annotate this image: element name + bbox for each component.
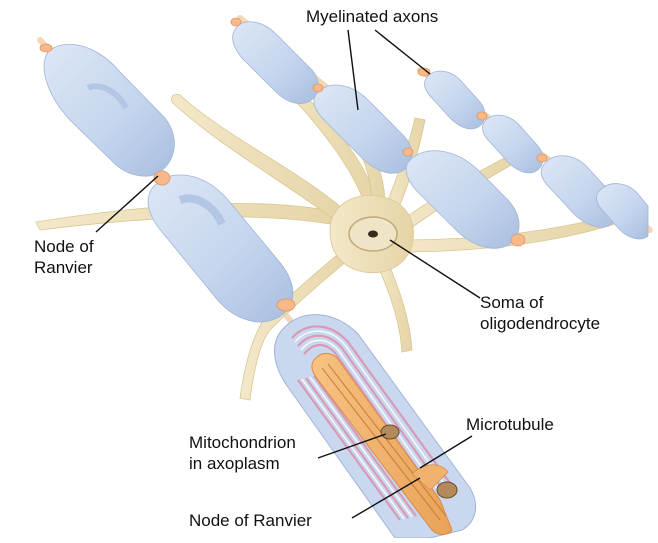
label-node-left-line1: Node of (34, 236, 94, 257)
label-microtubule: Microtubule (466, 414, 554, 435)
mitochondrion-1 (381, 425, 399, 439)
label-microtubule-text: Microtubule (466, 414, 554, 435)
nucleolus (368, 231, 378, 238)
label-node-bottom-text: Node of Ranvier (189, 510, 312, 531)
label-node-left-line2: Ranvier (34, 257, 94, 278)
label-node-of-ranvier-bottom: Node of Ranvier (189, 510, 312, 531)
leader-myelinated-2 (375, 30, 430, 74)
label-soma-line2: oligodendrocyte (480, 313, 600, 334)
label-myelinated-axons: Myelinated axons (306, 6, 438, 27)
label-node-of-ranvier-left: Node of Ranvier (34, 236, 94, 278)
label-myelinated-axons-text: Myelinated axons (306, 6, 438, 27)
myelin-sheaths (44, 22, 648, 322)
label-soma-line1: Soma of (480, 292, 600, 313)
label-mitochondrion-line2: in axoplasm (189, 453, 296, 474)
label-soma-of-oligodendrocyte: Soma of oligodendrocyte (480, 292, 600, 334)
mitochondrion-2 (437, 482, 457, 498)
label-mitochondrion-line1: Mitochondrion (189, 432, 296, 453)
label-mitochondrion-in-axoplasm: Mitochondrion in axoplasm (189, 432, 296, 474)
